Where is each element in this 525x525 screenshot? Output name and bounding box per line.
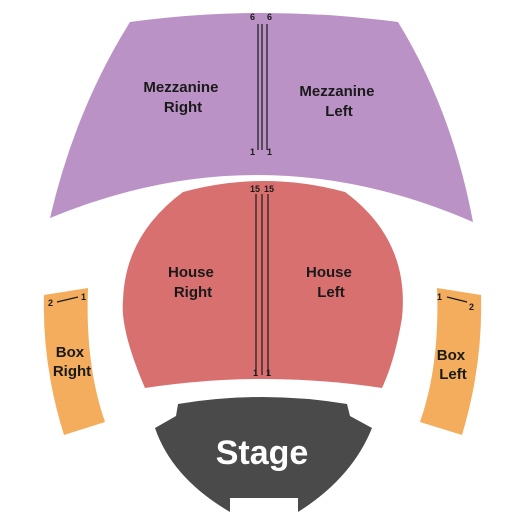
house-right-row-top: 15 [250,184,260,194]
house-right-label: House Right [168,264,218,301]
mezzanine-left-label: Mezzanine Left [299,83,378,120]
house-left-row-top: 15 [264,184,274,194]
box-right-seat-a: 2 [48,298,53,308]
box-left-seat-line [446,296,468,303]
box-left-label: Box Left [437,347,470,383]
box-left-seat-b: 2 [469,302,474,312]
house-section[interactable] [122,181,403,388]
box-right-seat-line [56,296,79,303]
box-left-section[interactable] [420,288,482,435]
stage-label: Stage [216,434,309,472]
box-right-section[interactable] [43,288,105,435]
mezzanine-right-row-top: 6 [250,12,255,22]
mezzanine-right-row-bottom: 1 [250,147,255,157]
house-left-label: House Left [306,264,356,301]
house-right-row-bottom: 1 [253,368,258,378]
mezzanine-right-label: Mezzanine Right [143,79,222,116]
stage[interactable] [155,397,372,512]
box-left-seat-a: 1 [437,292,442,302]
house-left-row-bottom: 1 [266,368,271,378]
house-aisle [255,194,269,375]
mezzanine-left-row-top: 6 [267,12,272,22]
box-right-label: Box Right [53,344,91,380]
box-right-seat-b: 1 [81,292,86,302]
mezzanine-left-row-bottom: 1 [267,147,272,157]
mezzanine-aisle [257,24,268,150]
